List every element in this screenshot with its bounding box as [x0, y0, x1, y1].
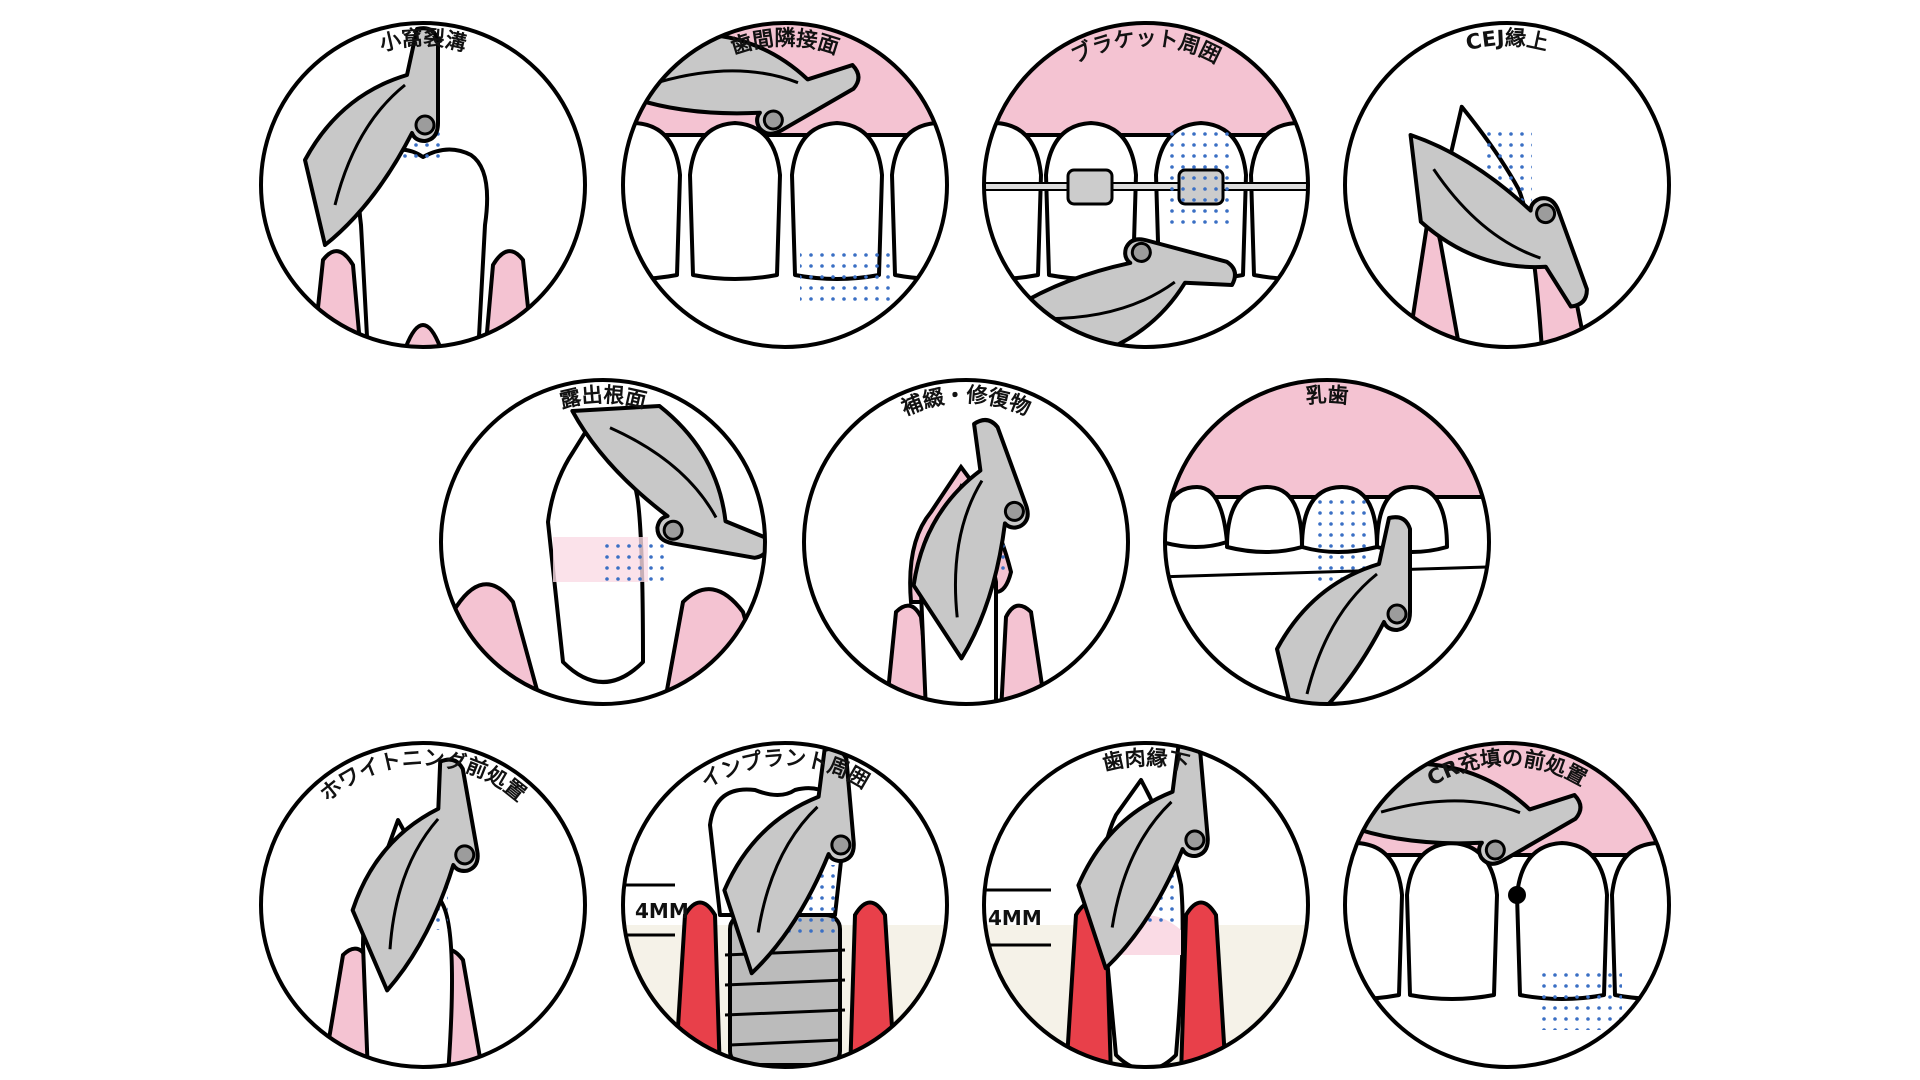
panel-primary-teeth: 乳歯 — [1163, 378, 1491, 706]
panel-implant: 4MM インプラント周囲 — [621, 741, 949, 1069]
depth-label: 4MM — [635, 899, 689, 923]
panel-cr-filling: CR充填の前処置 — [1343, 741, 1671, 1069]
panel-whitening: ホワイトニング前処置 — [259, 741, 587, 1069]
depth-label: 4MM — [988, 906, 1042, 930]
panel-bracket: ブラケット周囲 — [982, 21, 1310, 349]
panel-prosthesis: 補綴・修復物 — [802, 378, 1130, 706]
panel-cej: CEJ縁上 — [1343, 21, 1671, 349]
panel-pit-fissure: 小窩裂溝 — [259, 21, 587, 349]
panel-interproximal: 歯間隣接面 — [621, 21, 949, 349]
panel-subgingival: 4MM 歯肉縁下 — [982, 741, 1310, 1069]
panel-exposed-root: 露出根面 — [439, 378, 767, 706]
